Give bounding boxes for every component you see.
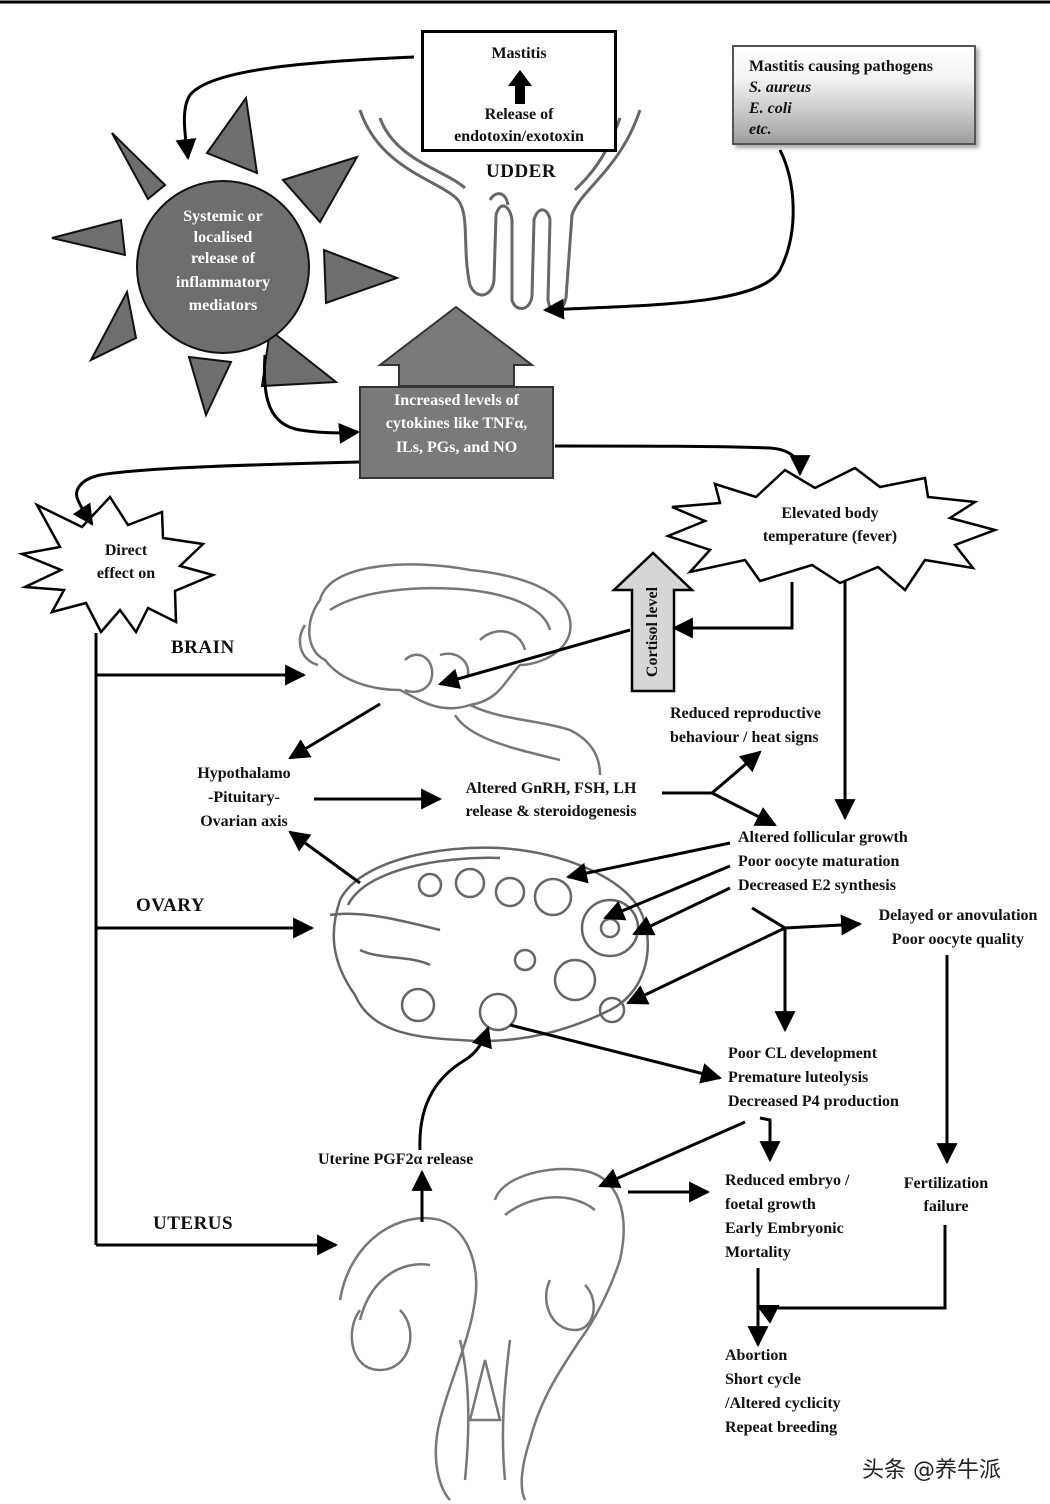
gnrh-line2: release & steroidogenesis bbox=[465, 803, 637, 820]
sun-line4: inflammatory bbox=[175, 274, 271, 291]
fever-line1: Elevated body bbox=[781, 505, 879, 522]
embryo-line1: Reduced embryo / bbox=[725, 1172, 850, 1189]
repro-line2: behaviour / heat signs bbox=[670, 729, 819, 746]
pathogen-e-coli: E. coli bbox=[749, 100, 792, 117]
brain-illustration bbox=[298, 563, 602, 776]
follicular-line3: Decreased E2 synthesis bbox=[738, 877, 896, 894]
udder-label: UDDER bbox=[486, 161, 557, 182]
cytokines-line2: cytokines like TNFα, bbox=[385, 415, 528, 432]
ovulation-line1: Delayed or anovulation bbox=[878, 907, 1038, 924]
mastitis-label: Mastitis bbox=[491, 45, 547, 62]
gnrh-line1: Altered GnRH, FSH, LH bbox=[465, 780, 637, 797]
ovary-illustration bbox=[329, 846, 650, 1043]
pathogens-title: Mastitis causing pathogens bbox=[749, 58, 934, 75]
cl-line1: Poor CL development bbox=[728, 1045, 878, 1062]
hpo-line2: -Pituitary- bbox=[208, 789, 280, 806]
sun-line1: Systemic or bbox=[183, 208, 263, 225]
fever-line2: temperature (fever) bbox=[762, 528, 898, 545]
fever-starburst bbox=[664, 466, 1000, 592]
follicular-line2: Poor oocyte maturation bbox=[738, 853, 900, 870]
ovary-label: OVARY bbox=[136, 895, 206, 916]
hpo-line1: Hypothalamo bbox=[197, 765, 291, 782]
direct-line2: effect on bbox=[96, 565, 156, 582]
release-label-line1: Release of bbox=[484, 106, 554, 123]
ovulation-line2: Poor oocyte quality bbox=[891, 931, 1025, 948]
outcome-line2: Short cycle bbox=[725, 1371, 801, 1388]
sun-line2: localised bbox=[193, 229, 253, 246]
connectors bbox=[72, 55, 958, 1348]
pathogen-etc: etc. bbox=[749, 121, 772, 138]
mastitis-box bbox=[421, 30, 617, 152]
cl-line3: Decreased P4 production bbox=[728, 1093, 899, 1110]
direct-effect-starburst bbox=[17, 494, 217, 635]
release-label-line2: endotoxin/exotoxin bbox=[454, 128, 584, 145]
repro-line1: Reduced reproductive bbox=[670, 705, 821, 722]
uterus-illustration bbox=[338, 1167, 625, 1501]
cytokine-up-arrow bbox=[377, 305, 535, 387]
up-arrow-icon bbox=[508, 70, 532, 104]
sun-line3: release of bbox=[190, 250, 256, 267]
outcome-line1: Abortion bbox=[725, 1347, 788, 1364]
pathogen-s-aureus: S. aureus bbox=[749, 79, 812, 96]
direct-line1: Direct bbox=[104, 542, 148, 559]
embryo-line4: Mortality bbox=[725, 1244, 791, 1261]
brain-label: BRAIN bbox=[171, 637, 235, 658]
embryo-line3: Early Embryonic bbox=[725, 1220, 844, 1237]
follicular-line1: Altered follicular growth bbox=[738, 829, 908, 846]
uterus-label: UTERUS bbox=[153, 1213, 234, 1234]
cytokines-box bbox=[359, 386, 554, 479]
fertilization-line2: failure bbox=[923, 1198, 969, 1215]
cytokines-line3: ILs, PGs, and NO bbox=[395, 439, 518, 456]
embryo-line2: foetal growth bbox=[725, 1196, 816, 1213]
pgf-label: Uterine PGF2α release bbox=[318, 1151, 474, 1168]
fertilization-line1: Fertilization bbox=[903, 1175, 989, 1192]
inflammatory-sun bbox=[51, 95, 400, 418]
watermark: 头条 @养牛派 bbox=[862, 1458, 1001, 1483]
cortisol-up-arrow bbox=[610, 551, 696, 693]
pathogens-box bbox=[732, 45, 976, 145]
cortisol-label: Cortisol level bbox=[644, 586, 661, 678]
hpo-line3: Ovarian axis bbox=[200, 813, 288, 830]
outcome-line4: Repeat breeding bbox=[725, 1419, 838, 1436]
cytokines-line1: Increased levels of bbox=[393, 392, 519, 409]
sun-line5: mediators bbox=[188, 297, 258, 314]
cl-line2: Premature luteolysis bbox=[728, 1069, 869, 1086]
outcome-line3: /Altered cyclicity bbox=[725, 1395, 841, 1412]
